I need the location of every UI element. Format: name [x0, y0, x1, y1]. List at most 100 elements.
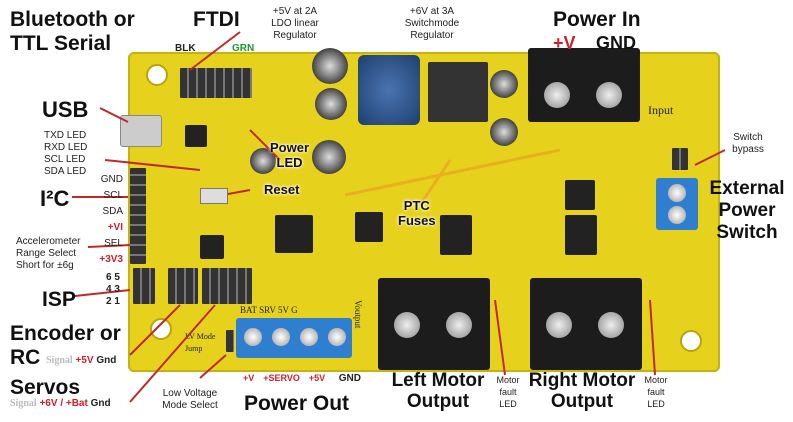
ldo-line: +5V at 2A: [272, 6, 318, 17]
isp-pins: 6 5: [106, 272, 120, 283]
ldo-line: LDO linear: [271, 18, 319, 29]
lv-line: Low Voltage: [162, 388, 218, 399]
right-motor-line: Right Motor: [528, 370, 636, 391]
chip: [565, 180, 595, 210]
label-grn: GRN: [232, 43, 255, 54]
label-blk: BLK: [175, 43, 196, 54]
pout-gnd: GND: [338, 373, 361, 384]
servo-pins: Signal +6V / +Bat Gnd: [10, 398, 111, 410]
silk-lv: LV Mode Jump: [185, 332, 216, 353]
ext-line: Switch: [716, 222, 778, 243]
ptc-line: PTC: [403, 198, 430, 213]
ptc-line: Fuses: [398, 213, 436, 228]
fault-line: Motor: [644, 375, 668, 385]
fault-line: fault: [499, 387, 517, 397]
external-switch-terminal: [656, 178, 698, 230]
smps-line: Switchmode: [404, 18, 460, 29]
isp-header: [133, 268, 155, 304]
accel-line: Short for ±6g: [16, 260, 74, 271]
label-isp: ISP: [42, 288, 76, 311]
silk-pins: BAT SRV 5V G: [240, 304, 298, 316]
fault-line: Motor: [496, 375, 520, 385]
smps-line: Regulator: [410, 30, 454, 41]
accel-line: Range Select: [16, 248, 77, 259]
lv-line: Mode Select: [162, 400, 218, 411]
bypass-jumper[interactable]: [672, 148, 688, 170]
rc-5v: +5V: [75, 355, 94, 366]
fault-line: LED: [499, 399, 517, 409]
fault-line: fault: [647, 387, 665, 397]
label-ftdi: FTDI: [193, 8, 240, 31]
fault-line: LED: [647, 399, 665, 409]
pin-scl: SCL: [103, 190, 123, 201]
pout-5v: +5V: [308, 373, 326, 383]
silk-input: Input: [648, 103, 674, 117]
label-power-in: Power In: [553, 8, 641, 31]
capacitor: [490, 118, 518, 146]
accel-line: Accelerometer: [16, 236, 81, 247]
capacitor: [312, 48, 348, 84]
chip: [355, 212, 383, 242]
servo-signal: Signal: [10, 398, 37, 409]
bypass-line: bypass: [732, 144, 764, 155]
bypass-line: Switch: [733, 132, 763, 143]
label-power-out: Power Out: [244, 392, 350, 415]
rc-pins: Signal +5V Gnd: [46, 355, 116, 367]
label-bluetooth: Bluetooth or: [10, 8, 135, 31]
label-power-in-gnd: GND: [596, 33, 636, 53]
pin-sel: SEL: [104, 238, 123, 249]
smps-line: +6V at 3A: [409, 6, 455, 17]
isp-pins: 4 3: [106, 284, 120, 295]
lv-jumper[interactable]: [226, 330, 234, 352]
chip: [185, 125, 207, 147]
power-in-terminal: [528, 48, 640, 122]
label-power-in-v: +V: [553, 33, 576, 53]
led-label: RXD LED: [44, 142, 88, 153]
power-out-pins: +V +SERVO +5V GND: [243, 372, 361, 385]
regulator-chip: [428, 62, 488, 122]
mount-hole: [146, 64, 168, 86]
rc-signal: Signal: [46, 355, 73, 366]
power-led-line: LED: [276, 155, 303, 170]
ext-line: Power: [718, 200, 776, 221]
rc-gnd: Gnd: [96, 355, 117, 366]
mount-hole: [150, 318, 172, 340]
capacitor: [315, 88, 347, 120]
mount-hole: [680, 330, 702, 352]
chip: [200, 235, 224, 259]
encoder-header: [168, 268, 198, 304]
label-rc: RC: [10, 346, 41, 369]
led-label: SDA LED: [44, 166, 87, 177]
silk-srv: SRV: [259, 305, 276, 315]
left-motor-line: Left Motor: [391, 370, 485, 391]
pin-gnd: GND: [100, 174, 123, 185]
silk-voutput: Voutput: [353, 300, 363, 329]
label-servos: Servos: [10, 376, 81, 399]
label-encoder: Encoder or: [10, 322, 121, 345]
motor-driver-chip: [440, 215, 472, 255]
led-label: TXD LED: [44, 130, 87, 141]
usb-connector: [120, 115, 162, 147]
pin-3v3: +3V3: [99, 254, 123, 265]
pin-sda: SDA: [102, 206, 123, 217]
led-label: SCL LED: [44, 154, 86, 165]
inductor: [358, 55, 420, 125]
microcontroller-chip: [275, 215, 313, 253]
power-out-terminal: [236, 318, 352, 358]
label-i2c: I²C: [40, 186, 70, 211]
capacitor: [490, 70, 518, 98]
reset-button[interactable]: [200, 188, 228, 204]
